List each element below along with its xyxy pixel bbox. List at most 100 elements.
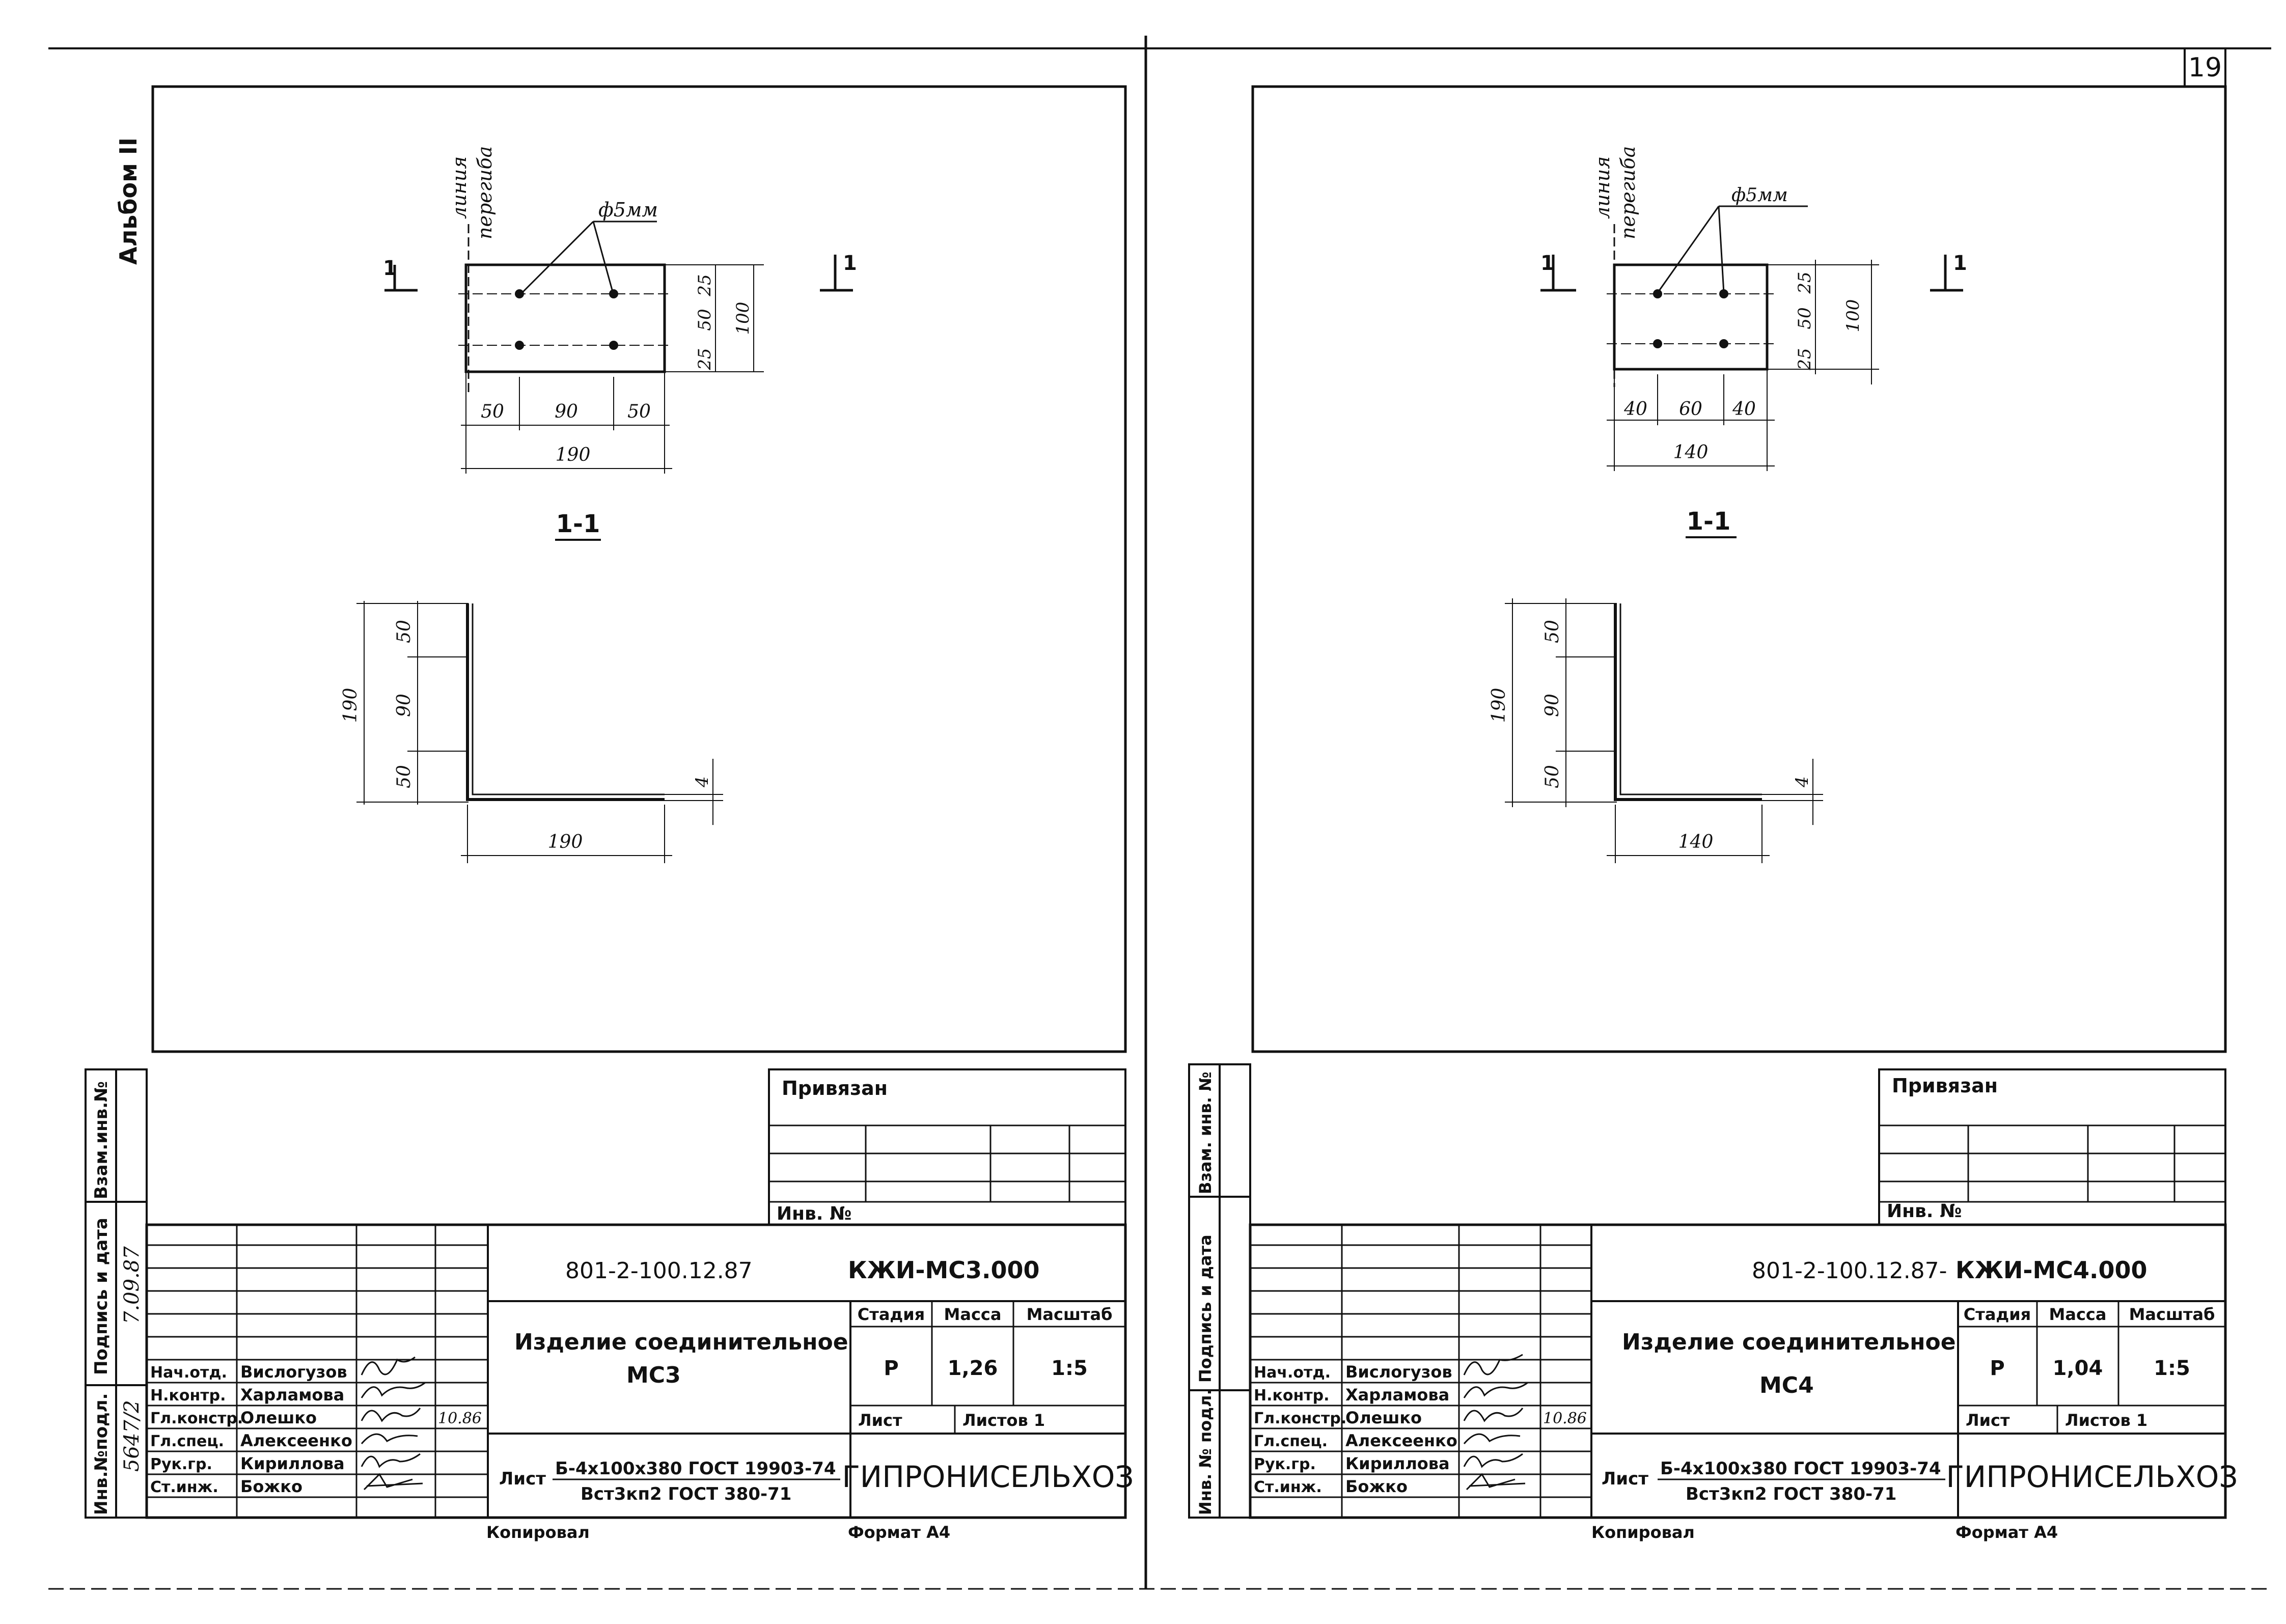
left-date: 10.86 [438, 1410, 482, 1427]
right-signature [1463, 1453, 1523, 1468]
sheet-right: линия перегиба ф5мм 1 1 25 50 25 100 [1188, 85, 2238, 1542]
left-material-label: Лист [499, 1469, 546, 1489]
left-sec-dim-h: 190 [548, 832, 583, 852]
left-hole [515, 289, 524, 298]
right-material-2: Вст3кп2 ГОСТ 380-71 [1686, 1484, 1896, 1504]
left-title-block [145, 1223, 1127, 1519]
left-dim-total-w: 190 [556, 445, 591, 465]
right-signature [1466, 1473, 1526, 1491]
right-dim-mid-w: 60 [1679, 399, 1702, 420]
left-angle-section-inner [472, 603, 665, 795]
left-section-mark-b-label: 1 [843, 252, 857, 275]
right-dim-total-h: 100 [1843, 299, 1863, 333]
right-hole-leader-1 [1657, 206, 1720, 293]
right-hole [1653, 339, 1662, 348]
left-name: Вислогузов [240, 1362, 347, 1382]
right-sec-dim-mid: 90 [1542, 694, 1563, 717]
left-org: ГИПРОНИСЕЛЬХОЗ [842, 1460, 1134, 1494]
left-mass: 1,26 [948, 1357, 998, 1380]
left-role: Рук.гр. [150, 1455, 212, 1473]
right-role: Гл.спец. [1254, 1433, 1328, 1450]
right-dim-bot-h: 25 [1795, 348, 1815, 370]
left-inv-no: Инв. № [777, 1203, 851, 1224]
right-sec-dim-bot: 50 [1542, 765, 1563, 788]
left-dim-right-w: 50 [627, 401, 651, 422]
left-drawing-frame [151, 85, 1127, 1053]
right-scale: 1:5 [2154, 1357, 2190, 1380]
right-name: Божко [1345, 1477, 1408, 1496]
left-scale: 1:5 [1051, 1357, 1088, 1380]
right-material-1: Б-4х100х380 ГОСТ 19903-74 [1660, 1458, 1941, 1479]
left-dim-left-w: 50 [481, 401, 504, 422]
left-item-title: Изделие соединительное [514, 1329, 848, 1355]
left-role: Гл.спец. [150, 1433, 224, 1450]
left-role: Ст.инж. [150, 1478, 218, 1496]
left-col-scale: Масштаб [1027, 1305, 1113, 1324]
right-name: Вислогузов [1345, 1362, 1452, 1382]
right-sheets-label: Листов 1 [2065, 1411, 2147, 1430]
right-angle-section-inner [1619, 603, 1762, 795]
left-signature [363, 1473, 423, 1491]
left-dim-top-h: 25 [695, 274, 715, 296]
left-signature [361, 1433, 418, 1444]
left-hole [515, 341, 524, 350]
right-name: Олешко [1345, 1408, 1422, 1427]
right-sec-dim-h: 140 [1678, 832, 1714, 852]
left-role: Гл.констр. [150, 1410, 243, 1427]
left-role: Н.контр. [150, 1387, 226, 1405]
right-sheet-label: Лист [1966, 1411, 2010, 1430]
right-date: 10.86 [1543, 1410, 1587, 1427]
left-sec-dim-bot: 50 [394, 765, 415, 788]
left-section-title: 1-1 [556, 510, 600, 538]
right-sec-dim-total: 190 [1489, 688, 1509, 723]
right-side-stamp-label-2: Подпись и дата [1196, 1234, 1215, 1383]
left-sec-dim-thickness: 4 [692, 776, 712, 788]
right-material-label: Лист [1602, 1469, 1648, 1489]
left-hole-leader-1 [518, 221, 594, 296]
left-dim-total-h: 100 [733, 302, 753, 335]
right-sec-dim-thickness: 4 [1792, 776, 1812, 788]
left-sheet-label: Лист [858, 1411, 902, 1430]
left-col-stage: Стадия [858, 1305, 925, 1324]
right-hole-label: ф5мм [1731, 185, 1788, 206]
right-dim-left-w: 40 [1623, 399, 1647, 420]
album-mark: Альбом II [115, 137, 142, 265]
right-role: Н.контр. [1254, 1387, 1329, 1405]
right-bend-label-1: линия [1591, 156, 1614, 219]
right-role: Гл.констр. [1254, 1410, 1346, 1427]
right-signature [1463, 1354, 1523, 1375]
right-hole [1719, 339, 1728, 348]
right-side-stamp-label-3: Инв. № подл. [1196, 1389, 1215, 1515]
right-plate-plan [1613, 263, 1769, 371]
right-hole [1719, 289, 1728, 298]
right-section-title: 1-1 [1687, 507, 1731, 536]
right-signature [1463, 1433, 1521, 1444]
right-title-block [1249, 1223, 2227, 1519]
left-name: Алексеенко [240, 1431, 352, 1450]
right-signature [1463, 1408, 1524, 1422]
right-copied: Копировал [1591, 1523, 1695, 1542]
right-sec-dim-top: 50 [1542, 620, 1563, 643]
left-sec-dim-top: 50 [394, 620, 415, 643]
right-role: Ст.инж. [1254, 1478, 1322, 1496]
left-name: Божко [240, 1477, 302, 1496]
right-inv-no: Инв. № [1887, 1201, 1962, 1222]
right-drawing-frame [1251, 85, 2227, 1053]
right-dim-mid-h: 50 [1795, 307, 1815, 329]
left-bend-label-1: линия [448, 156, 471, 219]
left-side-stamp-date: 7.09.87 [120, 1246, 144, 1324]
right-dim-total-w: 140 [1673, 442, 1709, 463]
left-hole-label: ф5мм [598, 199, 658, 221]
left-dim-mid-w: 90 [555, 401, 578, 422]
left-hole [609, 289, 618, 298]
right-section-mark-b-label: 1 [1953, 252, 1967, 275]
right-item-mark: МС4 [1759, 1372, 1814, 1398]
page-number: 19 [2188, 52, 2222, 83]
right-item-title: Изделие соединительное [1622, 1329, 1956, 1355]
left-doc-mark: КЖИ-МС3.000 [848, 1256, 1040, 1284]
right-dim-right-w: 40 [1732, 399, 1756, 420]
left-role: Нач.отд. [150, 1364, 227, 1382]
left-doc-code: 801-2-100.12.87 [565, 1258, 753, 1284]
right-hole [1653, 289, 1662, 298]
